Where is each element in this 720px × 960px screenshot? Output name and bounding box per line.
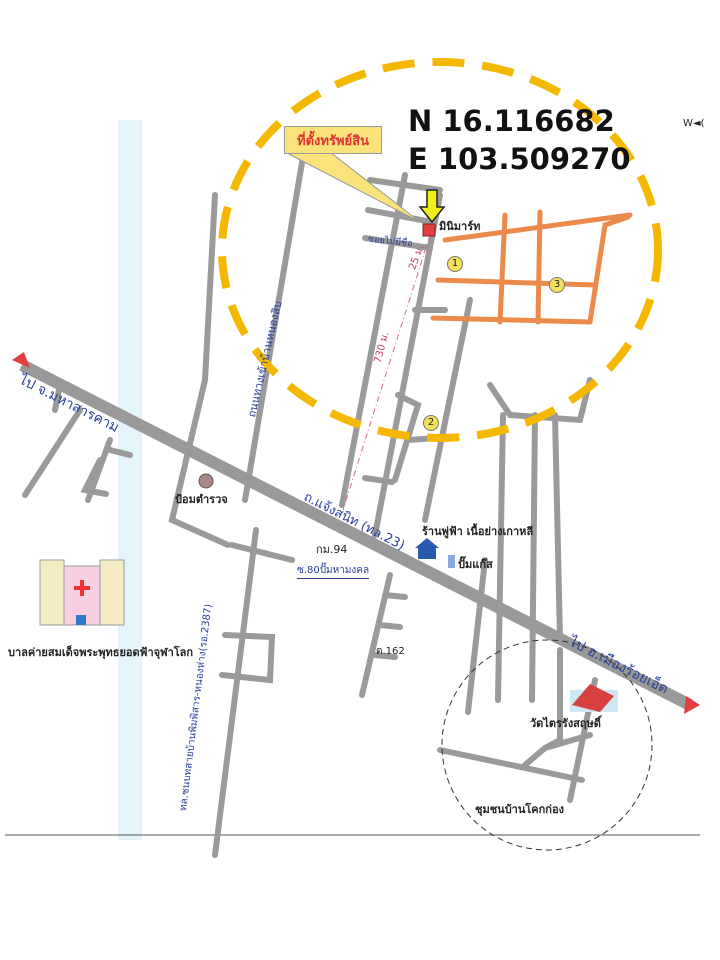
temple-label: วัดไตรรังสฤษดิ์: [530, 717, 601, 730]
marker-1: 1: [447, 256, 463, 272]
km94-label: กม.94: [316, 543, 348, 556]
d162-label: ต.162: [376, 646, 405, 657]
hospital-icon: [39, 559, 125, 626]
site-marker: [422, 223, 436, 237]
marker-2: 2: [423, 415, 439, 431]
latitude-text: N 16.116682: [408, 104, 615, 138]
house-icon: [415, 538, 439, 559]
marker-3: 3: [549, 277, 565, 293]
main-road: [19, 359, 693, 711]
minimart-label: มินิมาร์ท: [439, 220, 481, 233]
property-callout: ที่ตั้งทรัพย์สิน: [284, 126, 382, 154]
gas-station-icon: [448, 555, 455, 568]
site-area-circle: [218, 58, 662, 442]
minor-roads: [22, 142, 598, 858]
gas-station-label: ปั๊มแก๊ส: [458, 558, 493, 571]
down-arrow-icon: [418, 189, 446, 224]
orange-roads: [430, 209, 633, 325]
compass: W◄(: [683, 118, 705, 129]
longitude-text: E 103.509270: [408, 142, 631, 176]
river-strip: [118, 120, 142, 840]
community-label: ชุมชนบ้านโคกก่อง: [475, 803, 564, 816]
distance-line: [342, 234, 431, 511]
restaurant-label: ร้านพู่ฟ้า เนื้อย่างเกาหลี: [422, 525, 534, 538]
community-circle: [441, 639, 653, 851]
arrow-to-roiet: [684, 696, 700, 714]
police-box-icon: [198, 473, 214, 489]
soi80-label: ซ.80ปั๊มหามงคล: [297, 563, 370, 579]
temple-icon: [570, 684, 618, 712]
hospital-label: บาลค่ายสมเด็จพระพุทธยอดฟ้าจุฬาโลก: [8, 646, 194, 659]
police-box-label: ป้อมตำรวจ: [175, 493, 228, 506]
arrow-to-mahasarakham: [12, 352, 30, 368]
